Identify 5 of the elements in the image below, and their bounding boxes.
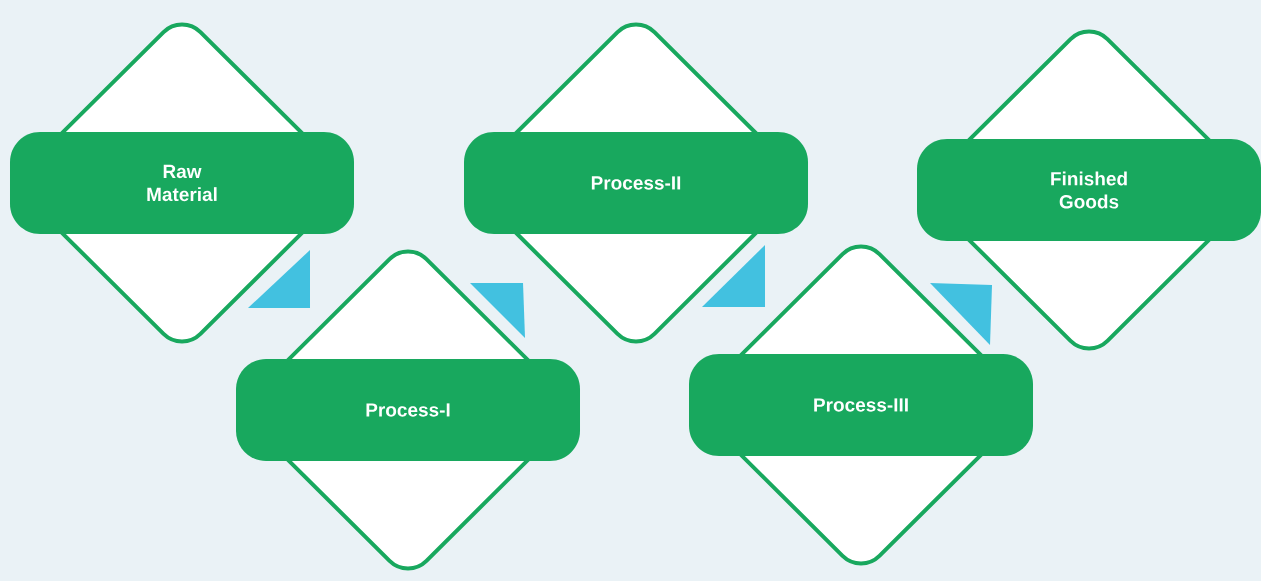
diamond-box: Finished Goods: [917, 29, 1261, 351]
diamond-box: Process-III: [689, 244, 1033, 566]
diamond-box: Process-I: [236, 249, 580, 571]
diamond-box: Process-II: [464, 22, 808, 344]
diamond-box: Raw Material: [10, 22, 354, 344]
